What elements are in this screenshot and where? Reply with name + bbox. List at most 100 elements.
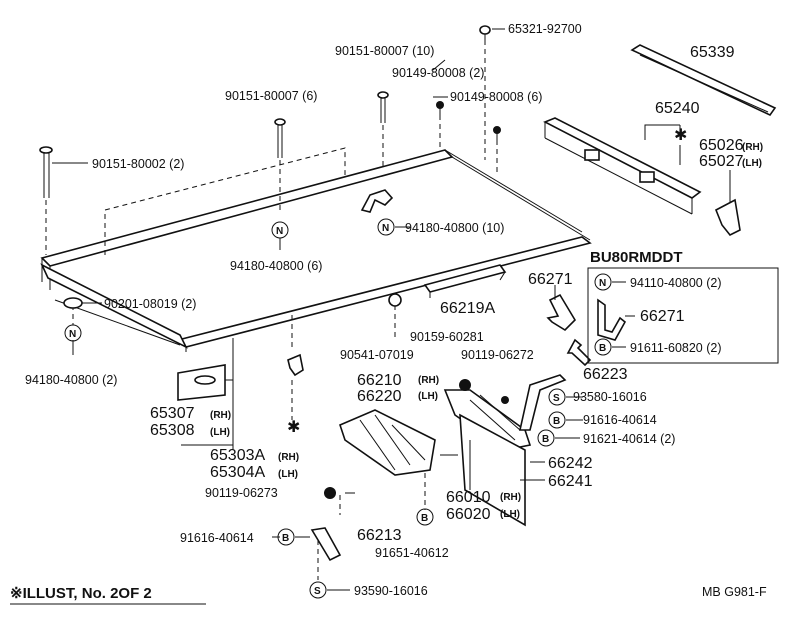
- label-90151-80007-10: 90151-80007 (10): [335, 44, 434, 58]
- stay-66213: [310, 527, 342, 562]
- label-66020: 66020: [446, 506, 491, 523]
- label-65304A: 65304A: [210, 464, 265, 481]
- plate-65307: [177, 338, 234, 450]
- svg-text:B: B: [599, 343, 606, 354]
- box-label-94110-40800: 94110-40800 (2): [630, 276, 722, 290]
- box-label-66271: 66271: [640, 308, 685, 325]
- label-65240: 65240: [655, 100, 700, 117]
- label-66223: 66223: [583, 366, 628, 383]
- bolt-90119-06272-icon: [501, 396, 509, 404]
- figure-code: MB G981-F: [702, 585, 767, 599]
- label-65339: 65339: [690, 44, 735, 61]
- svg-text:S: S: [314, 586, 321, 597]
- label-65304A-lh: (LH): [278, 469, 298, 480]
- hook-clip-icon: [287, 353, 304, 377]
- screw-65321-icon: [479, 25, 491, 40]
- nut-90541-icon: [388, 293, 402, 307]
- label-65026: 65026: [699, 137, 744, 154]
- symbol-s-2: S: [309, 581, 327, 599]
- symbol-b-4: B: [277, 528, 295, 546]
- label-90159-60281: 90159-60281: [410, 330, 484, 344]
- label-94180-40800-2: 94180-40800 (2): [25, 373, 117, 387]
- symbol-b-2: B: [548, 411, 566, 429]
- svg-text:B: B: [542, 434, 549, 445]
- mudflap-66010: [443, 389, 532, 527]
- strip-65339: [630, 44, 777, 117]
- bolt-90151-80007-6-icon: [274, 118, 286, 158]
- illust-note: ※ILLUST, No. 2OF 2: [10, 585, 152, 602]
- label-91616-40614-b: 91616-40614: [180, 531, 254, 545]
- label-66210-rh: (RH): [418, 375, 439, 386]
- label-66010-rh: (RH): [500, 492, 521, 503]
- svg-text:N: N: [69, 329, 76, 340]
- label-66010: 66010: [446, 489, 491, 506]
- label-90201-08019: 90201-08019 (2): [104, 297, 196, 311]
- label-66220-lh: (LH): [418, 391, 438, 402]
- svg-text:B: B: [282, 533, 289, 544]
- label-65307: 65307: [150, 405, 195, 422]
- symbol-b-1: B: [594, 338, 612, 356]
- label-65027: 65027: [699, 153, 744, 170]
- svg-text:B: B: [421, 513, 428, 524]
- label-66271: 66271: [528, 271, 573, 288]
- bolt-90151-80007-10-icon: [377, 91, 389, 123]
- symbol-b-3: B: [537, 429, 555, 447]
- svg-text:S: S: [553, 393, 560, 404]
- bracket-65240: [543, 117, 702, 215]
- side-rail-front: [176, 236, 592, 352]
- arrow-icon: [566, 338, 592, 367]
- symbol-n-4: N: [594, 273, 612, 291]
- label-65303A-rh: (RH): [278, 452, 299, 463]
- variant-box: [587, 267, 779, 364]
- symbol-s-1: S: [548, 388, 566, 406]
- box-bracket-66271-icon: [597, 298, 627, 341]
- label-93580-16016: 93580-16016: [573, 390, 647, 404]
- label-66219A: 66219A: [440, 300, 495, 317]
- label-66020-lh: (LH): [500, 509, 520, 520]
- cross-rail-left: [40, 263, 188, 349]
- label-91616-40614-a: 91616-40614: [583, 413, 657, 427]
- label-66220: 66220: [357, 388, 402, 405]
- label-65026-rh: (RH): [742, 142, 763, 153]
- label-65308: 65308: [150, 422, 195, 439]
- svg-text:B: B: [553, 416, 560, 427]
- label-65321-92700: 65321-92700: [508, 22, 582, 36]
- box-label-91611-60820: 91611-60820 (2): [630, 341, 722, 355]
- label-90119-06272: 90119-06272: [461, 348, 534, 362]
- washer-icon: [63, 297, 83, 309]
- label-66213: 66213: [357, 527, 402, 544]
- label-66241: 66241: [548, 473, 593, 490]
- label-65308-lh: (LH): [210, 427, 230, 438]
- label-90149-80008-2: 90149-80008 (2): [392, 66, 484, 80]
- label-66210: 66210: [357, 372, 402, 389]
- label-93590-16016: 93590-16016: [354, 584, 428, 598]
- label-90149-80008-6: 90149-80008 (6): [450, 90, 542, 104]
- bolt-90119-06273-icon: [324, 487, 336, 499]
- label-65303A: 65303A: [210, 447, 265, 464]
- label-90541-07019: 90541-07019: [340, 348, 414, 362]
- label-94180-40800-10: 94180-40800 (10): [405, 221, 504, 235]
- asterisk-marker-1: ✱: [287, 419, 300, 436]
- symbol-n-3: N: [64, 324, 82, 342]
- label-91621-40614: 91621-40614 (2): [583, 432, 675, 446]
- hook-bracket-icon: [714, 198, 741, 237]
- variant-box-title: BU80RMDDT: [590, 249, 683, 266]
- svg-text:N: N: [382, 223, 389, 234]
- label-90151-80002: 90151-80002 (2): [92, 157, 184, 171]
- svg-text:N: N: [276, 226, 283, 237]
- label-65307-rh: (RH): [210, 410, 231, 421]
- label-90151-80007-6: 90151-80007 (6): [225, 89, 317, 103]
- label-90119-06273: 90119-06273: [205, 486, 278, 500]
- bracket-66219A: [423, 264, 507, 298]
- label-65027-lh: (LH): [742, 158, 762, 169]
- screw-90149-80008-2-icon: [436, 101, 444, 118]
- clip-66271-icon: [546, 293, 577, 332]
- screw-90149-80008-6-icon: [493, 126, 501, 143]
- label-66242: 66242: [548, 455, 593, 472]
- symbol-n-2: N: [377, 218, 395, 236]
- symbol-b-5: B: [416, 508, 434, 526]
- clip-icon: [360, 189, 394, 213]
- symbol-n-1: N: [271, 221, 289, 239]
